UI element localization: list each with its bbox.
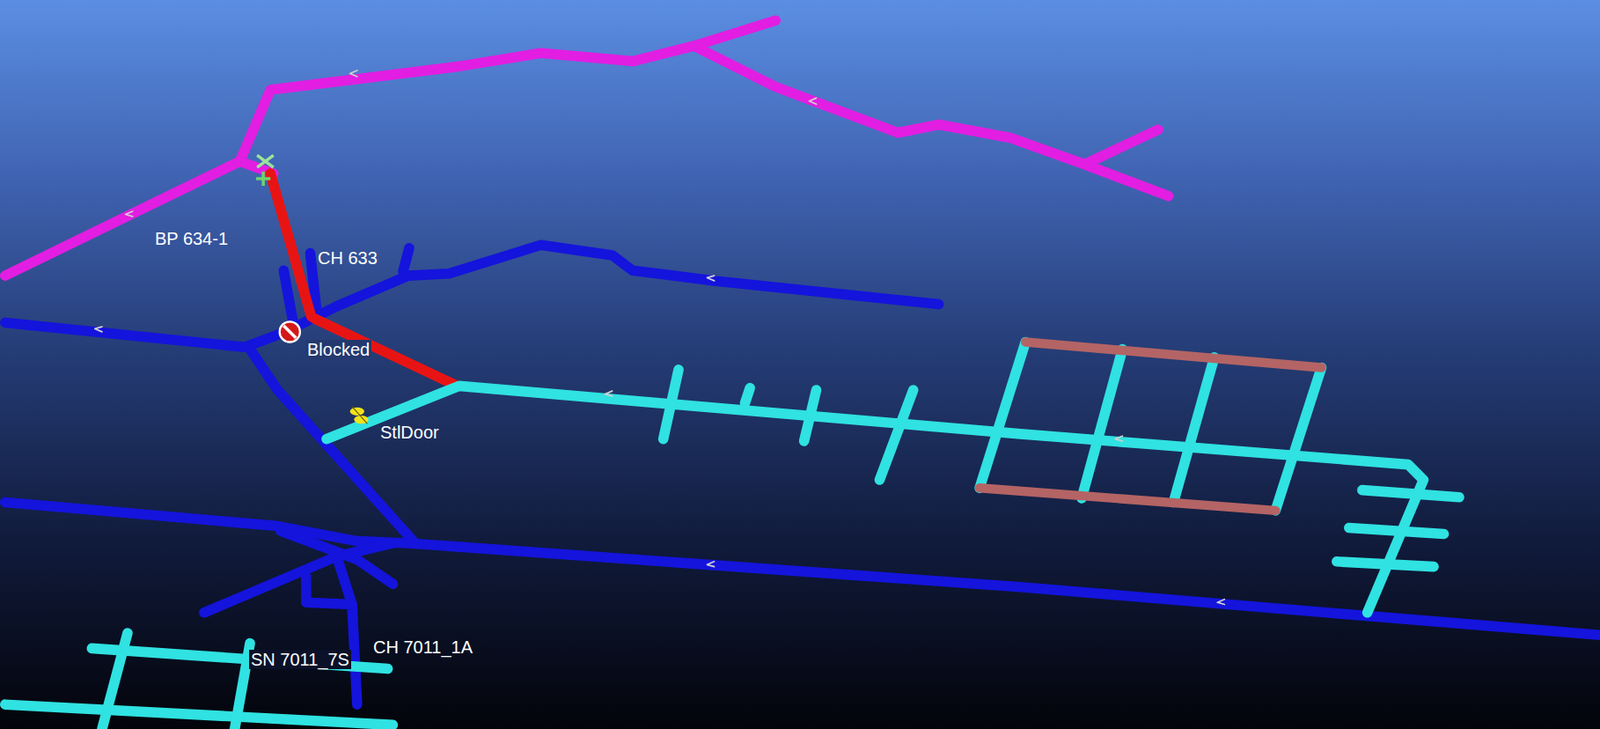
tunnel-label: CH 633 — [315, 248, 380, 268]
tunnel-label: CH 7011_1A — [371, 637, 475, 657]
blue-airway — [5, 244, 1600, 705]
red-airway — [270, 173, 457, 386]
tunnel-label: StlDoor — [378, 422, 441, 442]
blocked-symbol — [279, 321, 301, 342]
regulator-symbol — [256, 154, 274, 186]
tunnel-label: SN 7011_7S — [249, 649, 352, 669]
tunnel-label: Blocked — [305, 339, 372, 360]
magenta-airway — [5, 20, 1169, 276]
door-symbol — [350, 406, 369, 425]
cyan-airway — [5, 341, 1460, 729]
brown-airway — [979, 341, 1322, 510]
flow-chevron — [95, 70, 1225, 605]
tunnel-label: BP 634-1 — [153, 228, 230, 249]
